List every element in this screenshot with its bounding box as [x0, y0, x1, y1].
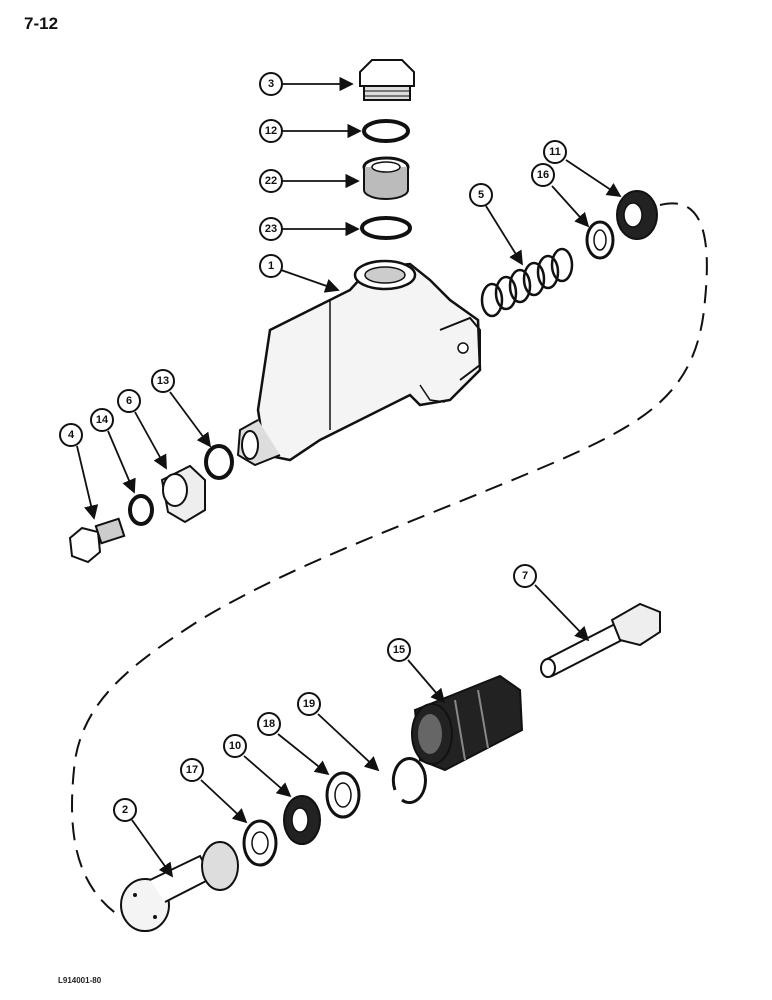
callout-4: 4 — [59, 423, 99, 520]
washer-18-part — [325, 771, 361, 819]
callout-15: 15 — [387, 638, 446, 704]
callout-16: 16 — [531, 163, 590, 228]
callout-7: 7 — [513, 564, 590, 642]
callout-label: 4 — [68, 429, 75, 441]
callout-label: 6 — [126, 395, 132, 407]
callout-label: 3 — [268, 78, 274, 90]
gasket-14-part — [128, 494, 154, 526]
callout-22: 22 — [259, 169, 360, 193]
figure-code: L914001-80 — [58, 976, 102, 985]
callout-label: 17 — [186, 764, 198, 776]
fitting-6-part — [160, 464, 206, 524]
piston-2-part — [120, 841, 239, 932]
callout-1: 1 — [259, 254, 340, 293]
callout-label: 12 — [265, 125, 277, 137]
callout-label: 1 — [268, 260, 274, 272]
washer-16-part — [585, 220, 615, 260]
gasket-12-part — [362, 119, 410, 143]
boot-15-part — [411, 674, 524, 772]
callout-label: 14 — [96, 414, 109, 426]
callout-23: 23 — [259, 217, 360, 241]
callout-17: 17 — [180, 758, 248, 824]
callout-13: 13 — [151, 369, 212, 448]
seal-11-part — [616, 190, 658, 240]
insert-22-part — [362, 156, 410, 200]
callout-label: 15 — [393, 644, 405, 656]
spring-part — [480, 247, 574, 318]
assembly-dashed-line — [71, 202, 708, 916]
callout-label: 7 — [522, 570, 528, 582]
callout-12: 12 — [259, 119, 362, 143]
callout-label: 11 — [549, 146, 561, 158]
snap-ring-19-part — [391, 757, 427, 804]
washer-17-part — [242, 819, 278, 867]
callout-label: 23 — [265, 223, 277, 235]
callout-label: 19 — [303, 698, 315, 710]
callout-label: 16 — [537, 169, 549, 181]
callout-11: 11 — [543, 140, 622, 197]
gasket-13-part — [204, 444, 234, 480]
callout-label: 10 — [229, 740, 241, 752]
callout-10: 10 — [223, 734, 292, 798]
bolt-4-part — [68, 517, 126, 564]
callout-3: 3 — [259, 72, 354, 96]
callout-label: 22 — [265, 175, 277, 187]
master-cylinder-body-part — [236, 259, 482, 467]
callout-19: 19 — [297, 692, 380, 772]
callout-label: 5 — [478, 189, 484, 201]
seal-10-part — [283, 795, 321, 845]
callout-5: 5 — [469, 183, 523, 266]
callout-label: 2 — [122, 804, 128, 816]
callout-14: 14 — [90, 408, 136, 494]
callout-18: 18 — [257, 712, 330, 776]
callout-6: 6 — [117, 389, 167, 470]
gasket-23-part — [360, 216, 412, 240]
callout-2: 2 — [113, 798, 174, 878]
cap-part — [359, 59, 415, 101]
pushrod-7-part — [540, 602, 661, 678]
page-number: 7-12 — [24, 14, 59, 33]
callout-label: 18 — [263, 718, 275, 730]
callout-label: 13 — [157, 375, 169, 387]
